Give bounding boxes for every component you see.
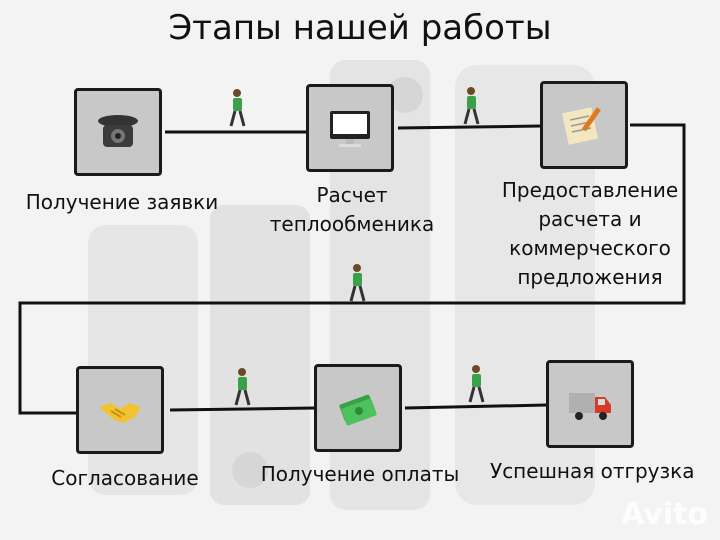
walking-person-icon [234, 368, 251, 406]
step-box-shipment [546, 360, 634, 448]
step-label-payment: Получение оплаты [260, 462, 460, 486]
step-label-shipment: Успешная отгрузка [490, 459, 695, 483]
step-box-request [74, 88, 162, 176]
walking-person-icon [468, 365, 485, 403]
step-box-calculation [306, 84, 394, 172]
step-label-proposal: Предоставление расчета и коммерческого п… [501, 178, 679, 289]
page-title: Этапы нашей работы [168, 8, 552, 48]
avito-watermark: Avito [621, 497, 708, 532]
truck-icon [569, 393, 611, 420]
money-icon [339, 394, 377, 426]
walking-person-icon [229, 89, 246, 127]
computer-monitor-icon [330, 111, 370, 147]
step-label-agreement: Согласование [51, 466, 199, 490]
step-label-request: Получение заявки [25, 190, 219, 214]
step-label-calculation: Расчет теплообменика [269, 183, 435, 236]
walking-person-icon [349, 264, 366, 302]
step-box-agreement [76, 366, 164, 454]
step-box-proposal [540, 81, 628, 169]
telephone-icon [98, 115, 138, 147]
handshake-icon [99, 403, 141, 423]
step-box-payment [314, 364, 402, 452]
walking-person-icon [463, 87, 480, 125]
document-pen-icon [562, 107, 601, 145]
